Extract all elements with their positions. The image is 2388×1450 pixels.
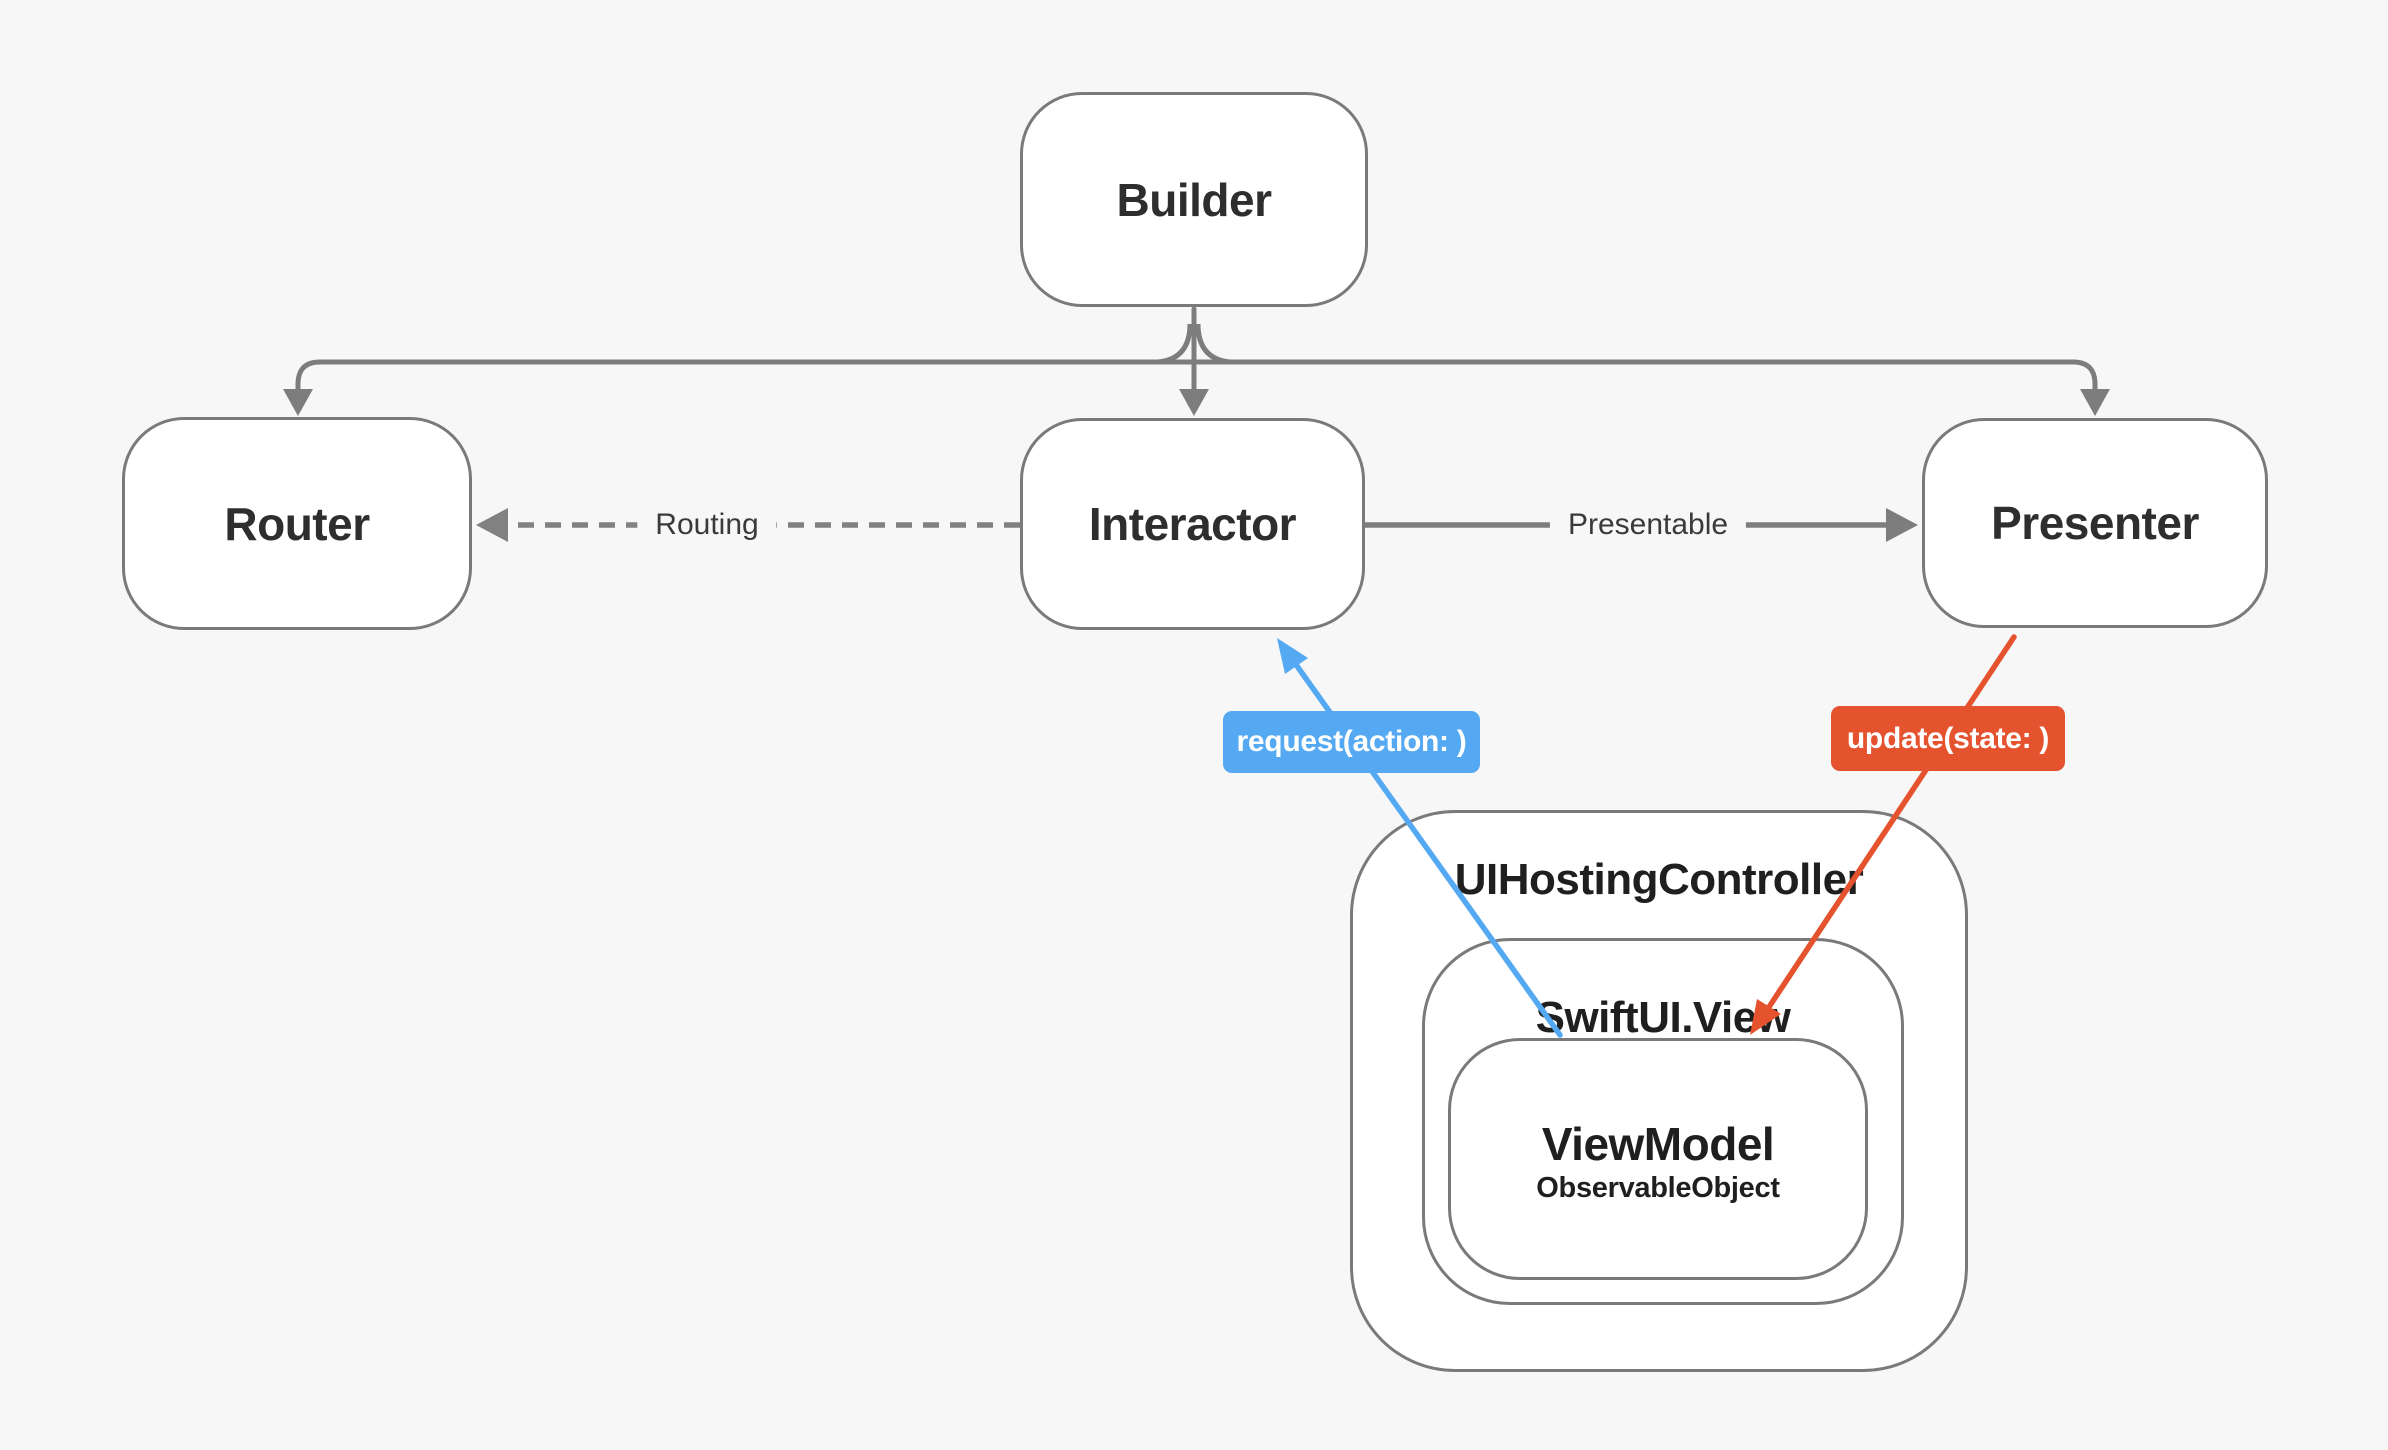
uihostingcontroller-title: UIHostingController <box>1454 855 1864 904</box>
container-viewmodel: ViewModel ObservableObject <box>1448 1038 1868 1280</box>
node-router-label: Router <box>224 497 370 550</box>
routing-arrowhead <box>476 508 508 542</box>
presentable-arrowhead <box>1886 508 1918 542</box>
node-presenter: Presenter <box>1922 418 2268 628</box>
swiftui-view-title: SwiftUI.View <box>1535 993 1791 1042</box>
routing-edge-label: Routing <box>637 500 777 550</box>
request-arrowhead <box>1277 638 1308 674</box>
viewmodel-subtitle: ObservableObject <box>1536 1172 1780 1204</box>
node-builder: Builder <box>1020 92 1368 307</box>
container-uihostingcontroller: UIHostingController SwiftUI.View ViewMod… <box>1350 810 1968 1372</box>
arrowhead-to-presenter <box>2080 389 2110 416</box>
presentable-edge-label: Presentable <box>1549 500 1747 550</box>
update-state-badge-label: update(state: ) <box>1846 721 2050 755</box>
builder-junction-fillet-right <box>1195 323 1231 365</box>
builder-junction-fillet-left <box>1157 323 1193 365</box>
arrowhead-to-interactor <box>1179 389 1209 416</box>
node-router: Router <box>122 417 472 630</box>
builder-branch-connector <box>295 359 2098 394</box>
update-state-badge: update(state: ) <box>1831 706 2065 771</box>
node-interactor-label: Interactor <box>1088 498 1297 550</box>
node-presenter-label: Presenter <box>1991 497 2199 549</box>
container-swiftui-view: SwiftUI.View ViewModel ObservableObject <box>1422 938 1904 1305</box>
request-action-badge: request(action: ) <box>1223 711 1480 773</box>
node-interactor: Interactor <box>1020 418 1365 630</box>
request-action-badge-label: request(action: ) <box>1236 725 1467 758</box>
arrowhead-to-router <box>283 389 313 416</box>
node-builder-label: Builder <box>1116 173 1272 226</box>
viewmodel-title: ViewModel <box>1541 1118 1775 1170</box>
